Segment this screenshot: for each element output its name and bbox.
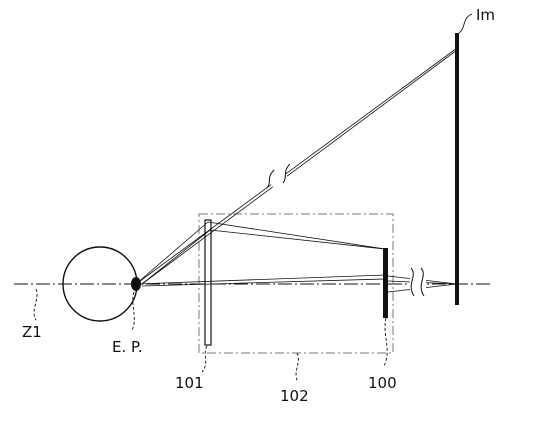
ray-eye-to-101-a (135, 221, 209, 285)
label-102: 102 (280, 387, 309, 405)
image-plane-im (455, 33, 459, 305)
ray-101-to-100-a (207, 221, 386, 250)
leader-im (458, 13, 473, 34)
break-mark-upper-1 (266, 169, 275, 189)
ray-axis-upper (135, 274, 386, 285)
ray-virtual-upper-b (141, 49, 458, 285)
leader-z1 (33, 288, 38, 321)
label-z1: Z1 (22, 323, 42, 341)
break-mark-upper-2 (282, 163, 291, 184)
ray-101-to-100-b (209, 229, 386, 250)
break-gap-upper (265, 166, 293, 194)
break-mark-lower-2 (420, 267, 425, 297)
leader-ep (131, 291, 135, 331)
label-100: 100 (368, 374, 397, 392)
ray-axis-lower (141, 278, 386, 287)
label-ep: E. P. (112, 338, 143, 356)
ray-eye-to-101-b (141, 229, 211, 285)
label-101: 101 (175, 374, 204, 392)
leader-102 (295, 352, 299, 383)
leader-100 (383, 317, 388, 367)
housing-box-102 (198, 213, 394, 354)
ray-virtual-upper-a (135, 47, 458, 285)
label-im: Im (476, 6, 495, 24)
leader-101 (201, 345, 208, 373)
break-mark-lower-1 (410, 267, 415, 297)
optical-element-101 (204, 219, 212, 346)
display-element-100 (383, 248, 388, 318)
